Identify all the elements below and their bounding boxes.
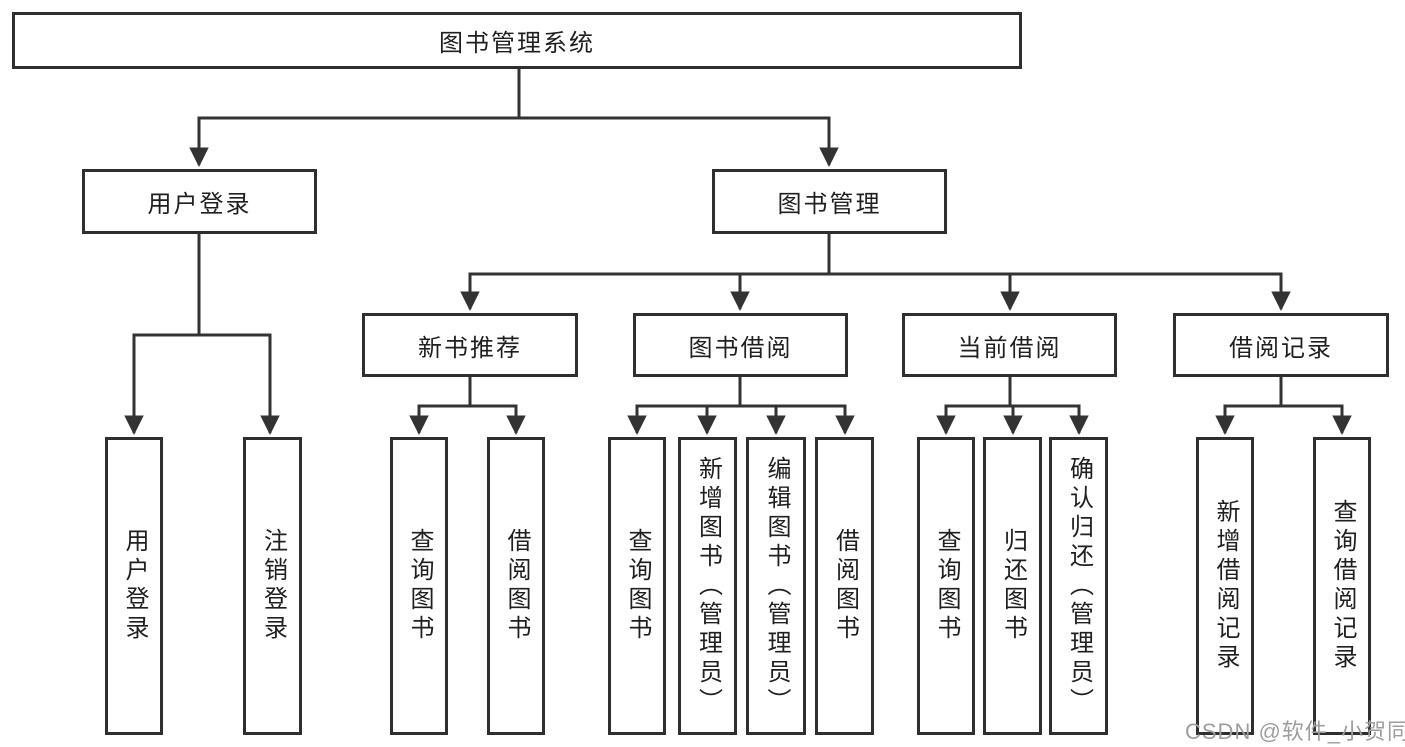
leaf-user-login-label: 用户登录 — [121, 528, 148, 644]
csdn-watermark: CSDN @软件_小贺同学 — [1185, 719, 1405, 744]
node-borrow-records-label: 借阅记录 — [1229, 334, 1333, 362]
leaf-add-books-admin: 新增图书（管理员） — [678, 437, 737, 735]
node-current-borrow-label: 当前借阅 — [957, 334, 1062, 362]
leaf-borrow-query-books: 查询图书 — [608, 437, 666, 735]
leaf-recommend-query-books: 查询图书 — [390, 437, 448, 735]
node-book-management: 图书管理 — [712, 169, 947, 234]
leaf-logout-label: 注销登录 — [259, 528, 287, 644]
leaf-add-borrow-record: 新增借阅记录 — [1196, 437, 1254, 735]
leaf-borrow-books: 借阅图书 — [815, 437, 874, 735]
leaf-edit-books-admin: 编辑图书（管理员） — [746, 437, 806, 735]
connector-book-mgmt — [460, 234, 1291, 311]
leaf-add-borrow-record-label: 新增借阅记录 — [1212, 499, 1239, 673]
leaf-query-borrow-record: 查询借阅记录 — [1313, 437, 1371, 735]
leaf-borrow-query-books-label: 查询图书 — [624, 528, 651, 644]
node-user-login: 用户登录 — [82, 169, 317, 234]
node-new-book-recommend: 新书推荐 — [362, 313, 578, 377]
node-user-login-label: 用户登录 — [147, 191, 252, 218]
leaf-return-books: 归还图书 — [983, 437, 1042, 735]
connector-records — [1215, 377, 1352, 435]
node-current-borrow: 当前借阅 — [902, 313, 1117, 377]
leaf-current-query-books-label: 查询图书 — [933, 528, 960, 644]
node-root-label: 图书管理系统 — [439, 30, 595, 57]
node-root: 图书管理系统 — [12, 12, 1022, 69]
connector-recommend — [409, 377, 526, 435]
leaf-confirm-return-admin-label: 确认归还（管理员） — [1065, 455, 1093, 717]
node-new-book-recommend-label: 新书推荐 — [418, 334, 522, 362]
leaf-return-books-label: 归还图书 — [999, 528, 1027, 644]
node-book-borrow-label: 图书借阅 — [688, 334, 793, 362]
leaf-add-books-admin-label: 新增图书（管理员） — [694, 455, 722, 717]
leaf-recommend-borrow-books-label: 借阅图书 — [503, 528, 530, 644]
leaf-recommend-query-books-label: 查询图书 — [406, 528, 433, 644]
connector-root — [189, 68, 839, 167]
leaf-query-borrow-record-label: 查询借阅记录 — [1329, 499, 1356, 673]
connector-user-login — [124, 233, 280, 435]
leaf-recommend-borrow-books: 借阅图书 — [487, 437, 545, 735]
leaf-user-login: 用户登录 — [105, 437, 163, 735]
leaf-current-query-books: 查询图书 — [917, 437, 975, 735]
leaf-edit-books-admin-label: 编辑图书（管理员） — [763, 455, 790, 717]
leaf-confirm-return-admin: 确认归还（管理员） — [1049, 437, 1108, 735]
node-book-borrow: 图书借阅 — [633, 313, 848, 377]
node-borrow-records: 借阅记录 — [1173, 313, 1389, 377]
connector-borrow — [627, 377, 855, 435]
leaf-logout: 注销登录 — [243, 437, 302, 735]
node-book-management-label: 图书管理 — [777, 191, 882, 218]
leaf-borrow-books-label: 借阅图书 — [831, 528, 859, 644]
connector-current — [936, 377, 1089, 435]
